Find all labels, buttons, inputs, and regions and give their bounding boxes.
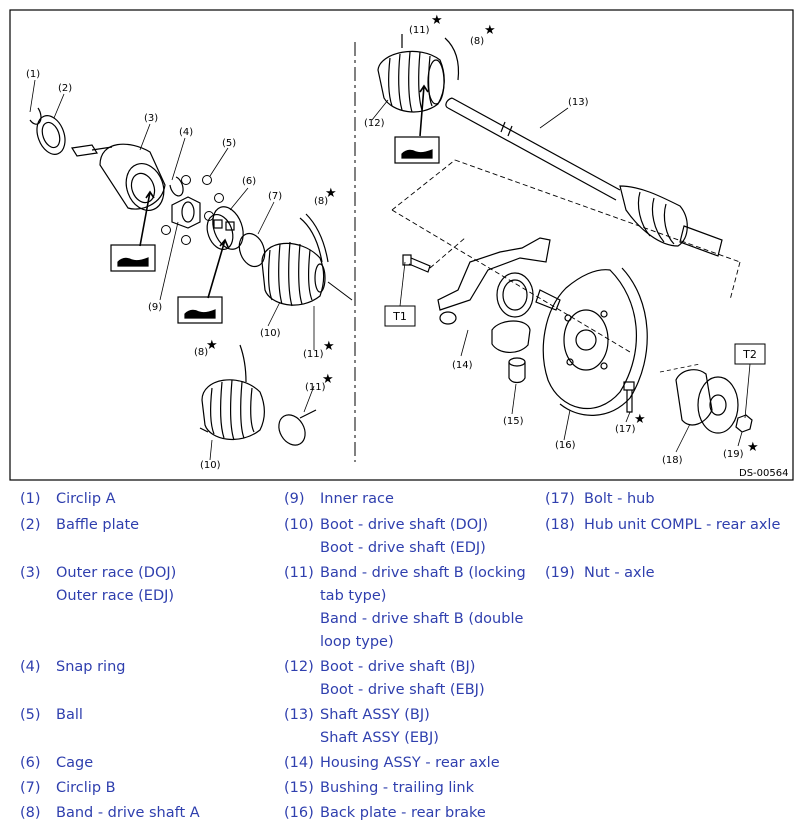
callout-4: (4) (179, 127, 193, 138)
callout-17: (17) (615, 424, 636, 435)
callout-10-upper: (10) (260, 328, 281, 339)
baffle-plate-part (36, 115, 66, 155)
callout-9: (9) (148, 302, 162, 313)
inner-race-part (171, 196, 201, 229)
callout-7: (7) (268, 191, 282, 202)
callout-12: (12) (364, 118, 385, 129)
callout-18: (18) (662, 455, 683, 466)
hub-bolt-part (623, 381, 635, 413)
star-icon: ★ (484, 23, 496, 38)
boot-bj-part (377, 50, 445, 113)
boot-lower-part (199, 379, 266, 441)
callout-15: (15) (503, 416, 524, 427)
torque-label-t2: T2 (742, 348, 757, 361)
bushing-part (508, 357, 526, 384)
arrow-icon (207, 238, 229, 299)
boot-upper-part (261, 241, 353, 307)
snap-ring-part (169, 176, 184, 197)
callout-11-middle: (11) (303, 349, 324, 360)
star-icon: ★ (431, 13, 443, 28)
callout-5: (5) (222, 138, 236, 149)
callout-14: (14) (452, 360, 473, 371)
callout-10-lower: (10) (200, 460, 221, 471)
star-icon: ★ (634, 412, 646, 427)
leader-lines (29, 79, 743, 461)
star-icon: ★ (206, 338, 218, 353)
callout-11-upper-right: (11) (409, 25, 430, 36)
figure-id: DS-00564 (739, 468, 788, 479)
outer-race-part (71, 143, 166, 211)
arrow-icon (419, 84, 429, 137)
callout-16: (16) (555, 440, 576, 451)
shaft-assy-part (445, 97, 723, 257)
back-plate-part (542, 267, 648, 416)
inspect-icon-2 (177, 296, 223, 324)
circlip-b-part (238, 232, 266, 268)
star-icon: ★ (747, 440, 759, 455)
callout-2: (2) (58, 83, 72, 94)
callout-8-lower: (8) (194, 347, 208, 358)
callout-3: (3) (144, 113, 158, 124)
t1-bolt-part (402, 254, 431, 273)
band-a-upper-part (299, 213, 329, 263)
housing-assy-part (437, 237, 561, 353)
callout-8-upper-right: (8) (470, 36, 484, 47)
ball-parts (161, 175, 224, 245)
star-icon: ★ (322, 372, 334, 387)
callout-6: (6) (242, 176, 256, 187)
band-upper-right-part (401, 34, 460, 81)
callout-13: (13) (568, 97, 589, 108)
band-b-lower-part (278, 409, 317, 446)
diagram-frame (9, 9, 794, 481)
cage-part (206, 206, 244, 251)
torque-label-t1: T1 (392, 310, 407, 323)
star-icon: ★ (323, 339, 335, 354)
axle-nut-part (735, 414, 753, 433)
hub-unit-part (659, 363, 739, 434)
arrow-icon (139, 190, 155, 247)
star-icon: ★ (325, 186, 337, 201)
band-a-lower-part (239, 344, 247, 383)
inspect-icon-1 (110, 244, 156, 272)
callout-19: (19) (723, 449, 744, 460)
callout-1: (1) (26, 69, 40, 80)
inspect-icon-3 (394, 136, 440, 164)
exploded-view-diagram: T1 T2 (1) (2) (3) (4) (5) (6) ( (9, 9, 794, 481)
callout-11-lower: (11) (305, 382, 326, 393)
circlip-a-part (29, 107, 42, 125)
callout-8-upper-left: (8) (314, 196, 328, 207)
